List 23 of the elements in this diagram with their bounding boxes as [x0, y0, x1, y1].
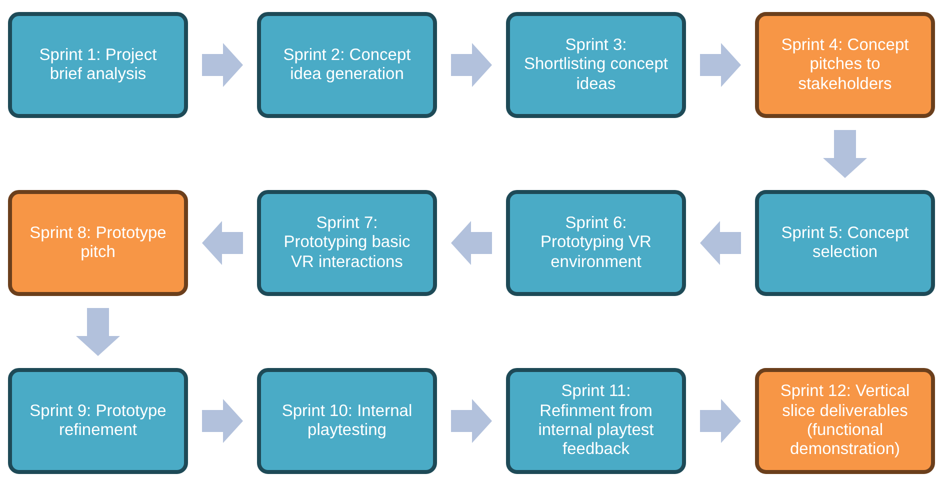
- block-arrow: [202, 221, 243, 265]
- block-arrow: [451, 43, 492, 87]
- sprint-box: Sprint 8: Prototype pitch: [8, 190, 188, 296]
- block-arrow: [700, 399, 741, 443]
- sprint-box: Sprint 6: Prototyping VR environment: [506, 190, 686, 296]
- block-arrow: [823, 130, 867, 178]
- block-arrow: [451, 221, 492, 265]
- sprint-box: Sprint 7: Prototyping basic VR interactions: [257, 190, 437, 296]
- sprint-box: Sprint 12: Vertical slice deliverables (functional demonstration): [755, 368, 935, 474]
- block-arrow: [700, 43, 741, 87]
- sprint-box: Sprint 1: Project brief analysis: [8, 12, 188, 118]
- sprint-box: Sprint 10: Internal playtesting: [257, 368, 437, 474]
- block-arrow: [451, 399, 492, 443]
- block-arrow: [76, 308, 120, 356]
- sprint-box: Sprint 2: Concept idea generation: [257, 12, 437, 118]
- block-arrow: [202, 43, 243, 87]
- block-arrow: [700, 221, 741, 265]
- sprint-box: Sprint 5: Concept selection: [755, 190, 935, 296]
- sprint-box: Sprint 3: Shortlisting concept ideas: [506, 12, 686, 118]
- block-arrow: [202, 399, 243, 443]
- sprint-box: Sprint 11: Refinment from internal playtest feedback: [506, 368, 686, 474]
- sprint-box: Sprint 4: Concept pitches to stakeholders: [755, 12, 935, 118]
- sprint-box: Sprint 9: Prototype refinement: [8, 368, 188, 474]
